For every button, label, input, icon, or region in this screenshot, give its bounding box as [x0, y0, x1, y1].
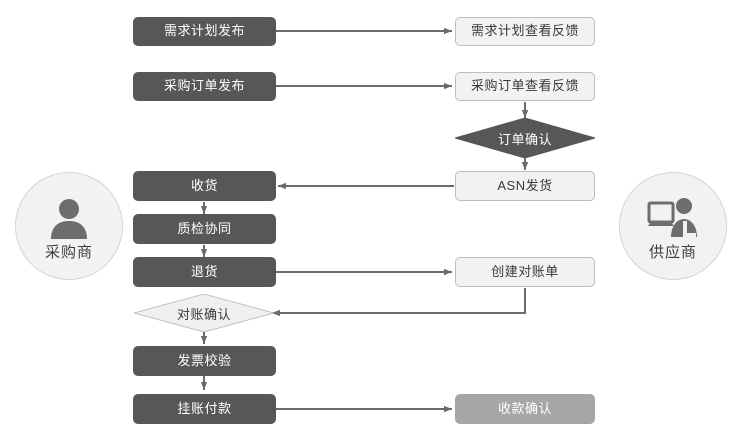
node-statement-confirm[interactable]: 对账确认	[134, 294, 274, 332]
node-quality-collaboration-label: 质检协同	[177, 220, 232, 236]
node-po-feedback[interactable]: 采购订单查看反馈	[455, 72, 595, 101]
node-goods-receipt-label: 收货	[190, 177, 218, 193]
node-accrual-payment[interactable]: 挂账付款	[133, 394, 276, 424]
node-asn-shipment[interactable]: ASN发货	[455, 171, 595, 201]
node-demand-plan-publish[interactable]: 需求计划发布	[133, 17, 276, 46]
actor-supplier: 供应商	[619, 172, 727, 280]
node-return-goods-label: 退货	[190, 263, 218, 279]
node-statement-confirm-label: 对账确认	[176, 306, 231, 322]
node-invoice-verification[interactable]: 发票校验	[133, 346, 276, 376]
node-receipt-confirm-label: 收款确认	[497, 400, 552, 416]
actor-buyer: 采购商	[15, 172, 123, 280]
node-create-statement[interactable]: 创建对账单	[455, 257, 595, 287]
edge-create-statement-to-statement-confirm	[272, 288, 526, 317]
node-return-goods[interactable]: 退货	[133, 257, 276, 287]
node-create-statement-label: 创建对账单	[491, 263, 559, 279]
node-receipt-confirm[interactable]: 收款确认	[455, 394, 595, 424]
node-po-publish[interactable]: 采购订单发布	[133, 72, 276, 101]
node-po-feedback-label: 采购订单查看反馈	[470, 78, 579, 94]
node-quality-collaboration[interactable]: 质检协同	[133, 214, 276, 244]
person-icon	[42, 195, 96, 239]
person-at-computer-icon	[646, 195, 700, 239]
node-po-publish-label: 采购订单发布	[163, 78, 245, 94]
node-order-confirm[interactable]: 订单确认	[455, 118, 595, 158]
node-invoice-verification-label: 发票校验	[177, 352, 232, 368]
node-demand-plan-feedback[interactable]: 需求计划查看反馈	[455, 17, 595, 46]
node-order-confirm-label: 订单确认	[497, 131, 552, 147]
actor-supplier-label: 供应商	[648, 243, 697, 261]
node-accrual-payment-label: 挂账付款	[177, 400, 232, 416]
node-demand-plan-publish-label: 需求计划发布	[163, 23, 245, 39]
actor-buyer-label: 采购商	[44, 243, 93, 261]
node-demand-plan-feedback-label: 需求计划查看反馈	[470, 23, 579, 39]
node-asn-shipment-label: ASN发货	[497, 177, 553, 193]
node-goods-receipt[interactable]: 收货	[133, 171, 276, 201]
